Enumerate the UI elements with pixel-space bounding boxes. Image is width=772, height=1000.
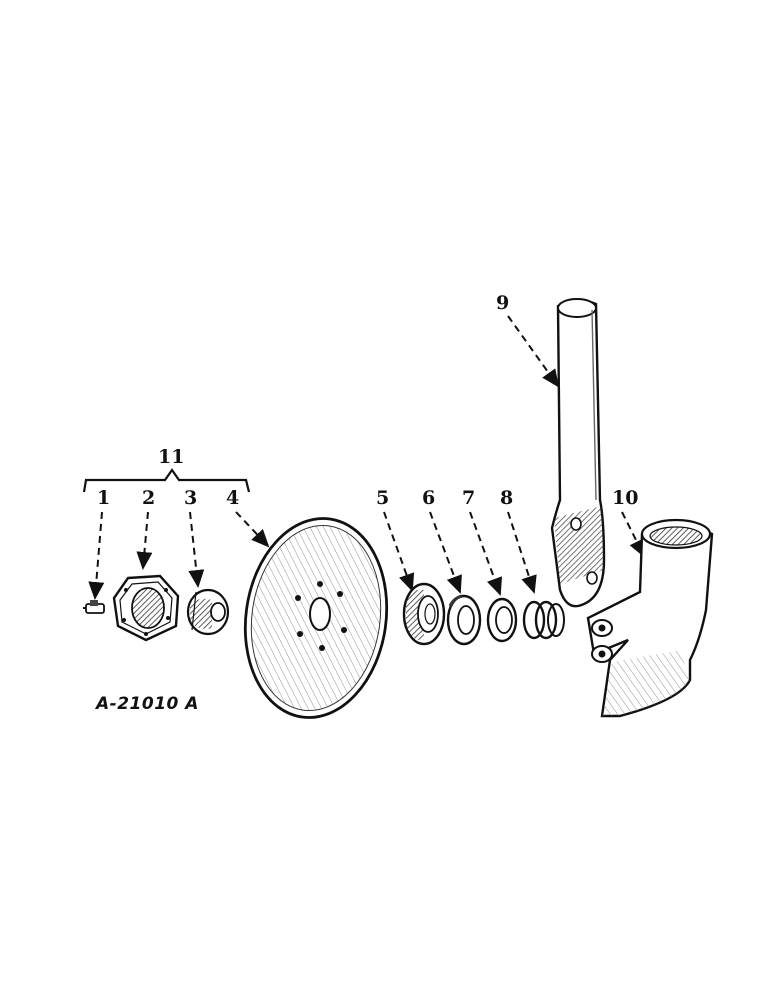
- callout-2: 2: [142, 487, 156, 509]
- part-4-coulter-disc: [243, 517, 389, 719]
- callout-10: 10: [612, 487, 639, 509]
- part-6-washer: [446, 594, 482, 646]
- leader-8: [507, 511, 537, 594]
- part-9-shank: [550, 298, 606, 608]
- leader-1: [88, 511, 105, 600]
- leader-lines: [88, 315, 645, 600]
- part-7-seal: [486, 597, 518, 643]
- leader-7: [469, 511, 503, 596]
- part-2-hub-cap: [112, 574, 180, 642]
- callout-5: 5: [376, 487, 390, 509]
- leader-9: [507, 315, 560, 388]
- callout-11: 11: [158, 446, 185, 468]
- callout-8: 8: [500, 487, 514, 509]
- callout-1: 1: [97, 487, 111, 509]
- part-3-nut: [186, 588, 230, 636]
- leader-4: [235, 511, 270, 548]
- leader-5: [383, 511, 415, 592]
- part-8-spring: [522, 600, 565, 640]
- callout-9: 9: [496, 292, 510, 314]
- leader-2: [136, 511, 153, 570]
- part-1-grease-fitting: [83, 600, 105, 614]
- leader-3: [188, 511, 205, 588]
- callout-6: 6: [422, 487, 436, 509]
- callout-7: 7: [462, 487, 476, 509]
- drawing-id: A-21010 A: [96, 694, 199, 714]
- callout-4: 4: [226, 487, 240, 509]
- leader-6: [429, 511, 462, 594]
- part-10-bracket: [586, 518, 714, 718]
- group-bracket: [82, 468, 251, 493]
- callout-3: 3: [184, 487, 198, 509]
- part-5-bearing: [402, 582, 446, 646]
